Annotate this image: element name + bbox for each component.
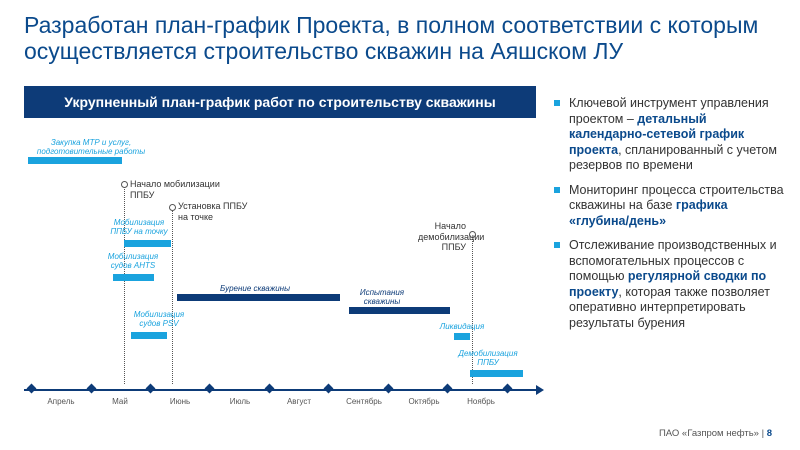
milestone-install-ppbu: Установка ППБУ на точке: [178, 201, 248, 222]
timeline-diamond: [502, 383, 513, 394]
timeline-diamond: [383, 383, 394, 394]
bullet-highlight: детальный календарно-сетевой график прое…: [569, 111, 745, 157]
bullet-square-icon: [554, 242, 560, 248]
month-label: Апрель: [47, 397, 75, 406]
gantt-banner: Укрупненный план-график работ по строите…: [24, 86, 536, 118]
milestone-pin-install-ppbu: [169, 204, 176, 211]
task-bar-procurement: [28, 157, 122, 164]
bullet-text: , которая также позволяет оперативно инт…: [569, 284, 770, 330]
milestone-line-install-ppbu: [172, 207, 173, 384]
month-label: Сентябрь: [346, 397, 382, 406]
timeline-diamond: [26, 383, 37, 394]
task-bar-mobilization-psv: [131, 332, 167, 339]
task-label-demobilization-ppbu: Демобилизация ППБУ: [458, 349, 518, 367]
bullet-item: Отслеживание производственных и вспомога…: [554, 238, 786, 331]
timeline-diamond: [442, 383, 453, 394]
timeline-diamond: [323, 383, 334, 394]
timeline-arrow-icon: [536, 385, 544, 395]
month-label: Июль: [229, 397, 251, 406]
milestone-line-start-mobilization: [124, 184, 125, 384]
bullet-text: Мониторинг процесса строительства скважи…: [569, 182, 784, 213]
bullet-list: Ключевой инструмент управления проектом …: [554, 96, 786, 340]
timeline-diamond: [264, 383, 275, 394]
task-bar-drilling: [177, 294, 340, 301]
footer-company: ПАО «Газпром нефть»: [658, 428, 759, 439]
task-label-mobilization-ppbu: Мобилизация ППБУ на точку: [110, 218, 168, 236]
month-label: Август: [286, 397, 312, 406]
timeline-diamond: [204, 383, 215, 394]
task-label-drilling: Бурение скважины: [220, 284, 290, 293]
task-label-liquidation: Ликвидация: [439, 322, 485, 331]
task-bar-liquidation: [454, 333, 470, 340]
bullet-text: Ключевой инструмент управления проектом …: [569, 96, 769, 126]
task-label-mobilization-psv: Мобилизация судов PSV: [133, 310, 185, 328]
slide-title: Разработан план-график Проекта, в полном…: [24, 12, 759, 64]
bullet-square-icon: [554, 186, 560, 193]
milestone-line-start-demobilization: [472, 234, 473, 384]
milestone-pin-start-demobilization: [469, 231, 476, 238]
bullet-highlight: регулярной сводки по проекту: [569, 269, 767, 299]
bullet-square-icon: [554, 100, 560, 106]
task-bar-mobilization-ahts: [113, 274, 154, 281]
month-label: Июнь: [169, 397, 191, 406]
task-bar-mobilization-ppbu: [124, 240, 171, 247]
timeline-axis: [24, 389, 538, 391]
bullet-item: Мониторинг процесса строительства скважи…: [554, 183, 786, 230]
bullet-item: Ключевой инструмент управления проектом …: [554, 96, 786, 174]
footer: ПАО «Газпром нефть» | 8: [659, 428, 772, 439]
task-label-mobilization-ahts: Мобилизация судов AHTS: [107, 252, 159, 270]
milestone-start-mobilization: Начало мобилизации ППБУ: [130, 179, 220, 200]
task-label-testing: Испытания скважины: [359, 288, 405, 306]
bullet-highlight: графика «глубина/день»: [569, 198, 728, 228]
milestone-start-demobilization: Начало демобилизации ППБУ: [418, 221, 485, 252]
timeline-diamond: [86, 383, 97, 394]
footer-separator: |: [761, 428, 765, 439]
task-label-procurement: Закупка МТР и услуг, подготовительные ра…: [36, 138, 146, 156]
bullet-text: , спланированный с учетом резервов по вр…: [569, 142, 777, 173]
month-label: Ноябрь: [467, 397, 495, 406]
task-bar-testing: [349, 307, 450, 314]
month-label: Октябрь: [408, 397, 440, 406]
task-bar-demobilization-ppbu: [470, 370, 523, 377]
bullet-text: Отслеживание производственных и вспомога…: [569, 238, 777, 283]
page-number: 8: [766, 428, 772, 439]
milestone-pin-start-mobilization: [121, 181, 128, 188]
month-label: Май: [112, 397, 128, 406]
timeline-diamond: [145, 383, 156, 394]
